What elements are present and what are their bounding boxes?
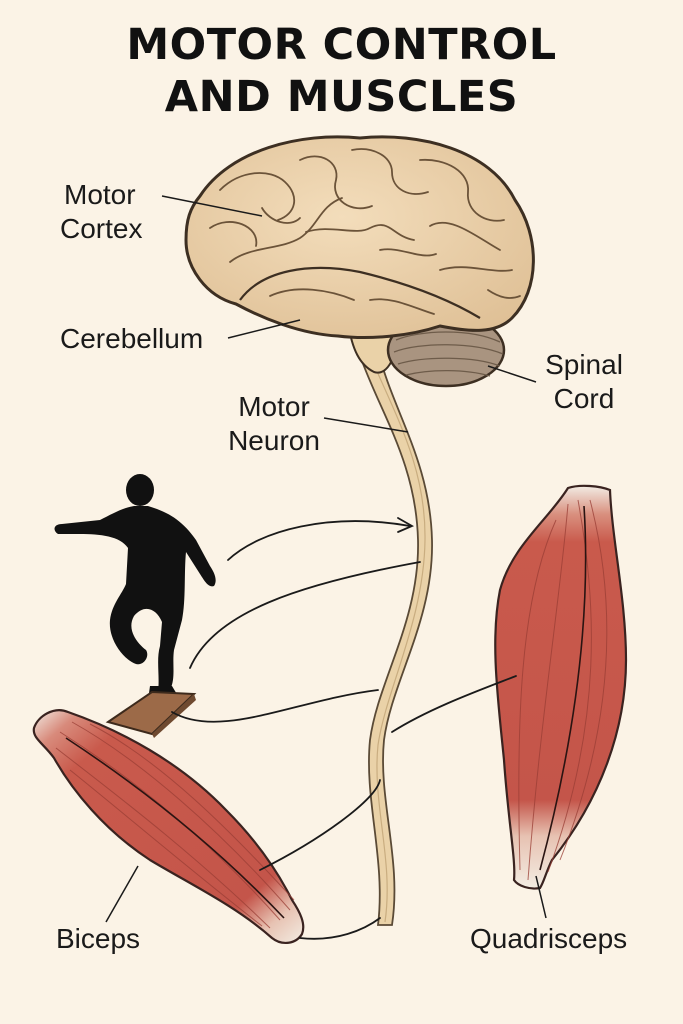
leader-cerebellum: [227, 319, 301, 339]
nerve-line-biceps-end: [299, 917, 381, 940]
label-motor-cortex-line-1: Motor: [64, 179, 136, 210]
biceps-muscle: [32, 709, 305, 944]
label-cerebellum: Cerebellum: [60, 323, 204, 354]
label-spinal-cord-line-2: Cord: [553, 383, 615, 414]
nerve-line-biceps: [259, 779, 381, 871]
nerve-arrow-to-cord: [227, 520, 411, 561]
balance-board: [105, 690, 197, 738]
nerve-line-2: [189, 561, 421, 669]
nerve-line-quadriceps: [391, 675, 517, 733]
nerve-line-3: [171, 689, 379, 723]
leader-quadriceps: [535, 875, 547, 919]
label-motor-neuron-line-1: Motor: [238, 391, 310, 422]
spinal-cord: [356, 349, 433, 926]
quadriceps-muscle: [494, 484, 628, 890]
title-line-2: AND MUSCLES: [164, 72, 519, 122]
label-spinal-cord-line-1: Spinal: [545, 349, 623, 380]
leader-motor-neuron: [323, 417, 409, 433]
leader-spinal-cord: [487, 365, 537, 383]
label-quadriceps: Quadrisceps: [470, 923, 628, 954]
label-motor-neuron: Motor Neuron: [222, 390, 326, 458]
label-spinal-cord: Spinal Cord: [540, 348, 628, 416]
label-motor-neuron-line-2: Neuron: [228, 425, 320, 456]
arrowhead: [397, 517, 415, 533]
leader-biceps: [105, 865, 139, 923]
brain-shape: [184, 135, 535, 340]
label-motor-cortex: Motor Cortex: [60, 178, 142, 246]
leader-motor-cortex: [161, 195, 263, 217]
title-line-1: MOTOR CONTROL: [126, 20, 557, 70]
label-biceps: Biceps: [56, 923, 141, 954]
label-motor-cortex-line-2: Cortex: [60, 213, 143, 244]
spinal-cord-center-line: [371, 359, 426, 923]
